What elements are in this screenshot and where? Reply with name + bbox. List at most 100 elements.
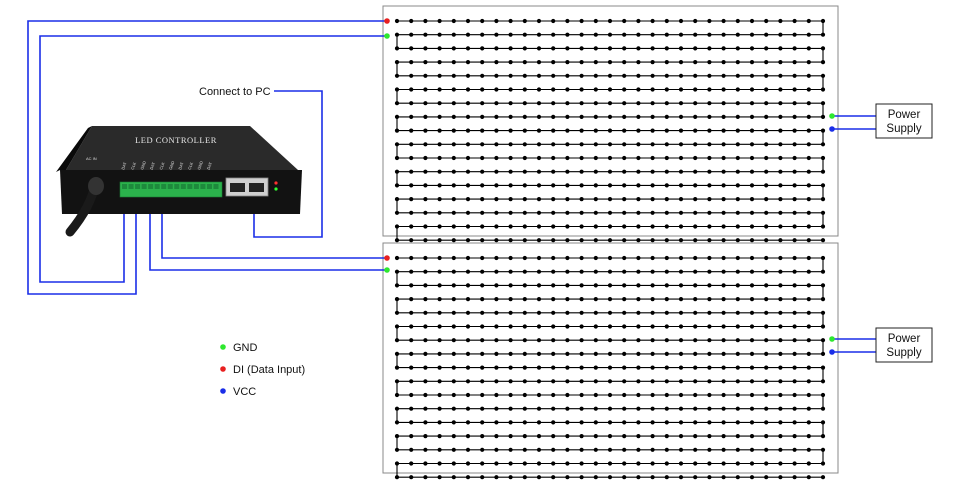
controller-channel-label: DAT <box>177 161 185 170</box>
top-panel-led <box>465 46 471 51</box>
bottom-panel-led <box>451 434 456 439</box>
top-panel-led <box>820 238 826 243</box>
top-panel-led-grid <box>394 18 826 243</box>
top-panel-led <box>565 87 570 92</box>
bottom-panel-led <box>664 447 669 452</box>
bottom-panel-led <box>778 269 783 274</box>
bottom-panel-led <box>650 283 655 288</box>
bottom-panel-led <box>607 324 613 329</box>
top-panel-led <box>764 73 769 78</box>
bottom-ps-gnd-point <box>829 336 835 342</box>
top-panel-led <box>650 238 655 243</box>
bottom-panel-led <box>480 310 485 315</box>
bottom-panel-led <box>423 461 428 466</box>
top-panel-led <box>522 169 527 174</box>
top-panel-led <box>451 114 456 119</box>
bottom-panel-led <box>820 434 826 439</box>
bottom-panel-led <box>565 297 570 302</box>
bottom-panel-led <box>593 420 598 425</box>
bottom-panel-led <box>636 461 641 466</box>
top-panel-led <box>678 46 684 51</box>
bottom-panel-led <box>451 255 456 261</box>
top-panel-led <box>664 87 669 92</box>
top-panel-led <box>650 169 655 174</box>
top-panel-led <box>735 183 740 188</box>
bottom-panel-led <box>522 269 527 274</box>
top-panel-led <box>565 210 570 215</box>
bottom-panel-led <box>409 434 414 439</box>
top-panel-led <box>636 73 641 78</box>
top-panel-led <box>394 210 400 215</box>
bottom-panel-led <box>664 420 669 425</box>
bottom-panel-led <box>565 269 570 274</box>
top-panel-led <box>522 73 527 78</box>
top-panel-led <box>394 18 400 24</box>
bottom-panel-led <box>650 379 655 384</box>
top-panel-led <box>707 73 712 78</box>
top-panel-led <box>664 18 669 24</box>
top-panel-led <box>593 87 598 92</box>
bottom-panel-led <box>764 283 769 288</box>
top-panel-led <box>437 114 442 119</box>
terminal-screw <box>141 184 147 189</box>
top-panel-led <box>494 128 499 133</box>
top-panel-led <box>735 101 740 106</box>
bottom-panel-led <box>778 475 783 480</box>
bottom-panel-led <box>721 475 726 480</box>
top-panel-led <box>394 183 400 188</box>
bottom-panel-led <box>494 461 499 466</box>
bottom-panel-led <box>480 365 485 370</box>
bottom-panel-led <box>565 255 570 261</box>
top-panel-led <box>451 183 456 188</box>
top-panel-led <box>678 128 684 133</box>
top-panel-led <box>409 46 414 51</box>
top-panel-led <box>764 183 769 188</box>
bottom-panel-led <box>721 392 726 398</box>
bottom-panel-led <box>394 283 400 288</box>
top-panel-led <box>522 238 527 243</box>
bottom-panel-led <box>721 338 726 343</box>
bottom-panel-led <box>749 392 755 398</box>
top-panel-led <box>792 238 797 243</box>
bottom-panel-led <box>579 475 584 480</box>
bottom-panel-led <box>465 475 471 480</box>
bottom-panel-led <box>749 379 755 384</box>
bottom-panel-led <box>650 269 655 274</box>
top-panel-led <box>721 128 726 133</box>
bottom-panel-led <box>622 379 627 384</box>
bottom-panel-led <box>522 392 527 398</box>
bottom-panel-led <box>437 447 442 452</box>
top-panel-led <box>451 197 456 202</box>
top-panel-led <box>579 46 584 51</box>
top-panel-led <box>522 87 527 92</box>
top-panel-led <box>820 87 826 92</box>
top-panel-led <box>423 101 428 106</box>
bottom-panel-led <box>678 379 684 384</box>
bottom-panel-led <box>735 255 740 261</box>
bottom-panel-led <box>735 461 740 466</box>
bottom-panel-led <box>806 365 811 370</box>
bottom-panel-led <box>522 379 527 384</box>
top-panel-led <box>792 183 797 188</box>
bottom-panel-led <box>792 420 797 425</box>
bottom-panel-led <box>707 324 712 329</box>
top-panel-led <box>693 155 698 161</box>
top-panel-led <box>494 142 499 147</box>
bottom-panel-led <box>693 365 698 370</box>
bottom-panel-led <box>735 447 740 452</box>
bottom-panel-gnd-point <box>384 267 390 273</box>
top-panel-led <box>806 60 811 65</box>
bottom-panel-led <box>749 461 755 466</box>
top-panel-led <box>465 183 471 188</box>
bottom-panel-led <box>579 420 584 425</box>
top-panel-led <box>565 169 570 174</box>
bottom-panel-led <box>465 379 471 384</box>
bottom-panel-led <box>551 255 556 261</box>
bottom-panel-led <box>764 297 769 302</box>
top-panel-led <box>707 142 712 147</box>
bottom-panel-led <box>792 283 797 288</box>
bottom-panel-led <box>508 283 513 288</box>
legend-vcc-label: VCC <box>233 386 256 398</box>
top-panel-led <box>792 155 797 161</box>
top-panel-led <box>678 238 684 243</box>
